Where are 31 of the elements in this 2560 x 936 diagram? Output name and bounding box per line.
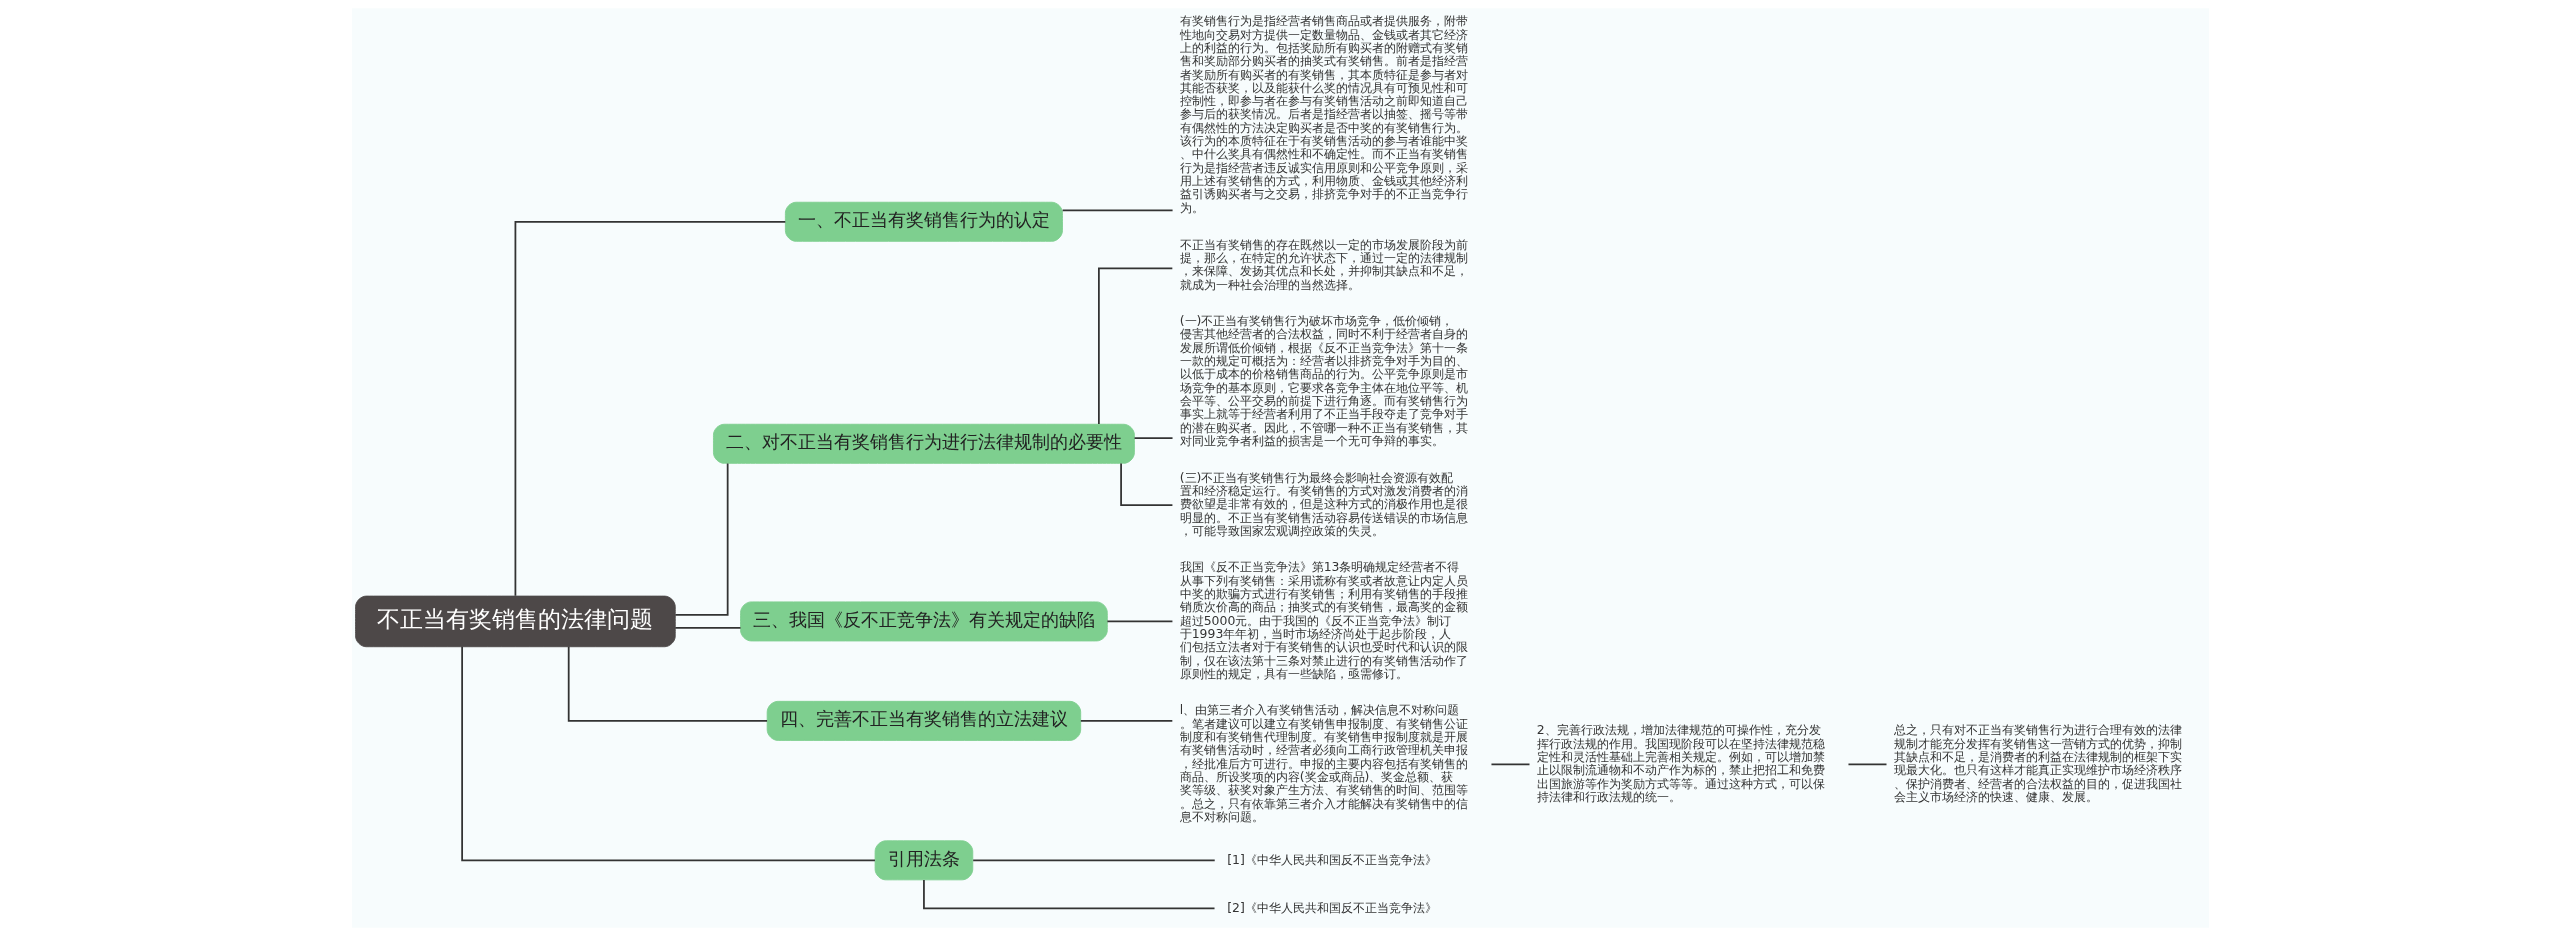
- node-box: 引用法条: [874, 840, 973, 881]
- connector: [1061, 209, 1173, 212]
- node-text: 2、完善行政法规，增加法律规范的可操作性，充分发挥行政法规的作用。我国现阶段可以在坚持法律规范稳定性和灵活性基础上完善相关规定。例如，可以增加禁止以限制流通物和不动产作为标的，禁止把招工和免费出国旅游等作为奖励方式等等。通过这种方式，可以保持法律和行政法规的统一。: [1536, 722, 1825, 804]
- node-box: 一、不正当有奖销售行为的认定: [784, 201, 1063, 242]
- node-text: (一)不正当有奖销售行为破坏市场竞争，低价倾销，侵害其他经营者的合法权益，同时不利于经营者自身的发展所谓低价倾销，根据《反不正当竞争法》第十一条一款的规定可概括为：经营者以排挤竞争对手为目的、以低于成本的价格销售商品的行为。公平竞争原则是市场竞争的基本原则，它要求各竞争主体在地位平等、机会平等、公平交易的前提下进行角逐。而有奖销售行为事实上就等于经营者利用了不正当手段夺走了竞争对手的潜在购买者。因此，不管哪一种不正当有奖销售，其对同业竞争者利益的损害是一个无可争辩的事实。: [1179, 312, 1468, 448]
- node-box: 三、我国《反不正竞争法》有关规定的缺陷: [739, 601, 1108, 642]
- connector: [1490, 763, 1530, 766]
- node-box: 二、对不正当有奖销售行为进行法律规制的必要性: [712, 423, 1135, 464]
- connector: [567, 645, 768, 722]
- connector: [460, 645, 876, 862]
- connector: [674, 627, 741, 629]
- connector: [922, 879, 1215, 910]
- node-text: 不正当有奖销售的存在既然以一定的市场发展阶段为前提，那么，在特定的允许状态下，通过一定的法律规制，来保障、发扬其优点和长处，并抑制其缺点和不足，就成为一种社会治理的当然选择。: [1179, 236, 1468, 292]
- connector: [1847, 763, 1887, 766]
- node-text: 总之，只有对不正当有奖销售行为进行合理有效的法律规制才能充分发挥有奖销售这一营销方式的优势，抑制其缺点和不足，是消费者的利益在法律规制的框架下实现最大化。也只有这样才能真正实现维护市场经济秩序、保护消费者、经营者的合法权益的目的，促进我国社会主义市场经济的快速、健康、发展。: [1893, 722, 2182, 804]
- node-box: 不正当有奖销售的法律问题: [354, 595, 676, 648]
- connector: [1097, 267, 1173, 425]
- connector: [674, 462, 729, 616]
- node-text: (三)不正当有奖销售行为最终会影响社会资源有效配置和经济稳定运行。有奖销售的方式对激发消费者的消费欲望是非常有效的，但是这种方式的消极作用也是很明显的。不正当有奖销售活动容易传送错误的市场信息，可能导致国家宏观调控政策的失灵。: [1179, 469, 1468, 539]
- node-text: 我国《反不正当竞争法》第13条明确规定经营者不得从事下列有奖销售：采用谎称有奖或者故意让内定人员中奖的欺骗方式进行有奖销售；利用有奖销售的手段推销质次价高的商品；抽奖式的有奖销售，最高奖的金额超过5000元。由于我国的《反不正当竞争法》制订于1993年年初，当时市场经济尚处于起步阶段，人们包括立法者对于有奖销售的认识也受时代和认识的限制，仅在该法第十三条对禁止进行的有奖销售活动作了原则性的规定，具有一些缺陷，亟需修订。: [1179, 559, 1468, 681]
- node-text: l、由第三者介入有奖销售活动，解决信息不对称问题。笔者建议可以建立有奖销售申报制度、有奖销售公证制度和有奖销售代理制度。有奖销售申报制度就是开展有奖销售活动时，经营者必须向工商行政管理机关申报，经批准后方可进行。申报的主要内容包括有奖销售的商品、所设奖项的内容(奖金或商品)、奖金总额、获奖等级、获奖对象产生方法、有奖销售的时间、范围等。总之，只有依靠第三者介入才能解决有奖销售中的信息不对称问题。: [1179, 702, 1468, 824]
- node-text: 有奖销售行为是指经营者销售商品或者提供服务，附带性地向交易对方提供一定数量物品、金钱或者其它经济上的利益的行为。包括奖励所有购买者的附赠式有奖销售和奖励部分购买者的抽奖式有奖销售。前者是指经营者奖励所有购买者的有奖销售，其本质特征是参与者对其能否获奖，以及能获什么奖的情况具有可预见性和可控制性，即参与者在参与有奖销售活动之前即知道自己参与后的获奖情况。后者是指经营者以抽签、摇号等带有偶然性的方法决定购买者是否中奖的有奖销售行为。该行为的本质特征在于有奖销售活动的参与者谁能中奖、中什么奖具有偶然性和不确定性。而不正当有奖销售行为是指经营者违反诚实信用原则和公平竞争原则，采用上述有奖销售的方式，利用物质、金钱或其他经济利益引诱购买者与之交易，排挤竞争对手的不正当竞争行为。: [1179, 13, 1468, 215]
- connector: [1133, 437, 1173, 439]
- connector: [514, 220, 786, 597]
- node-text: [1]《中华人民共和国反不正当竞争法》: [1226, 851, 1437, 867]
- node-text: [2]《中华人民共和国反不正当竞争法》: [1226, 899, 1437, 915]
- connector: [971, 859, 1216, 862]
- connector: [1119, 462, 1173, 506]
- connector: [1079, 720, 1173, 722]
- connector: [1106, 620, 1173, 623]
- node-box: 四、完善不正当有奖销售的立法建议: [766, 700, 1081, 741]
